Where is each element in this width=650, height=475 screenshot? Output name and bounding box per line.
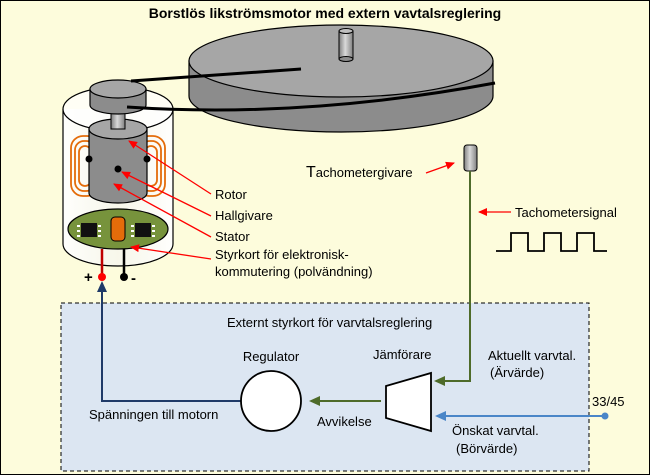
- styrkort-pointer: [130, 244, 212, 260]
- stator-label: Stator: [215, 229, 250, 244]
- styrkort-label-line1: Styrkort för elektronisk-: [215, 247, 349, 262]
- platter-spindle: [338, 28, 354, 62]
- rotor-pointer: [128, 140, 212, 195]
- regulator-label: Regulator: [243, 349, 300, 364]
- square-wave-icon: [496, 232, 607, 252]
- stator-pointer: [113, 183, 212, 238]
- onskat-label-line1: Önskat varvtal.: [452, 423, 539, 438]
- setpoint-label: 33/45: [592, 394, 625, 409]
- control-board-panel: [60, 302, 590, 472]
- plus-terminal: [98, 273, 106, 281]
- avvikelse-label: Avvikelse: [317, 414, 372, 429]
- commutation-board: [67, 208, 169, 250]
- rotor: [88, 118, 148, 204]
- regulator-circle: [240, 370, 302, 432]
- diagram-title: Borstlös likströmsmotor med extern vavta…: [149, 5, 501, 21]
- rotor-label: Rotor: [215, 187, 247, 202]
- minus-label: -: [131, 270, 136, 287]
- hallgivare-label: Hallgivare: [215, 208, 273, 223]
- aktuellt-label-line2: (Ärvärde): [490, 365, 544, 380]
- onskat-label-line2: (Börvärde): [456, 441, 517, 456]
- power-terminals: [98, 249, 128, 281]
- tachometersignal-label: Tachometersignal: [515, 205, 617, 220]
- styrkort-label-line2: kommutering (polvändning): [215, 264, 373, 279]
- drive-belt: [126, 67, 496, 112]
- aktuellt-label-line1: Aktuellt varvtal.: [488, 348, 576, 363]
- platter: [188, 24, 494, 133]
- voltage-wire: [97, 281, 241, 402]
- comparator-shape: [385, 371, 432, 433]
- tachometergivare-label: Tachometergivare: [306, 164, 413, 181]
- hallgivare-pointer: [121, 171, 212, 217]
- tachometer-sensor: [463, 144, 478, 172]
- tachometergivare-pointer: [425, 161, 455, 174]
- pointer-arrows: [113, 140, 511, 260]
- control-board-title: Externt styrkort för varvtalsreglering: [227, 315, 432, 330]
- jamforare-label: Jämförare: [373, 347, 432, 362]
- tachometer-signal-wire: [434, 171, 471, 386]
- setpoint-dot: [601, 412, 609, 420]
- plus-label: +: [84, 269, 93, 286]
- spanningen-label: Spänningen till motorn: [89, 407, 218, 422]
- hall-sensors: [85, 155, 151, 173]
- minus-terminal: [120, 273, 128, 281]
